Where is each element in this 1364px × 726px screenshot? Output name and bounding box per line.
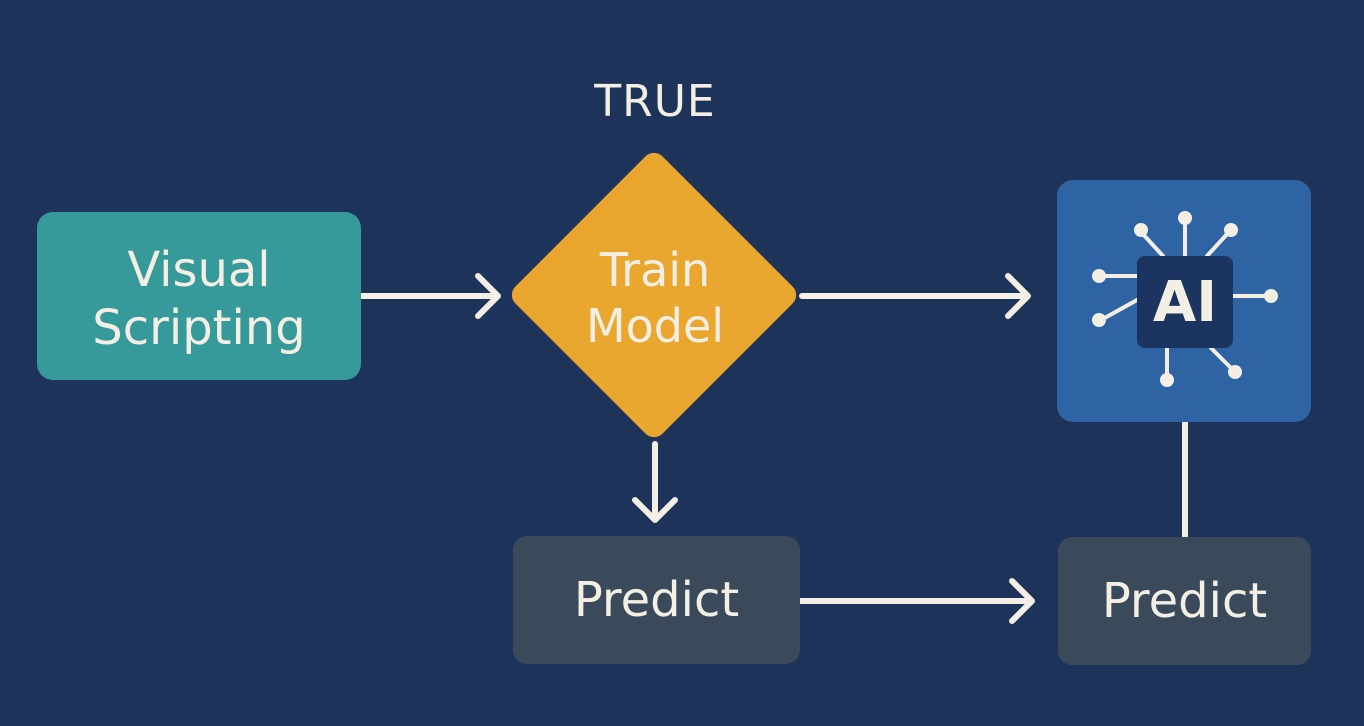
predict-right-label: Predict <box>1101 573 1268 629</box>
predict-node-right: Predict <box>1058 537 1311 665</box>
ai-node <box>1057 180 1311 422</box>
arrow-train-to-ai <box>799 273 1031 319</box>
predict-left-label: Predict <box>573 572 740 628</box>
ai-chip-icon: AI <box>1137 256 1233 348</box>
visual-scripting-node: Visual Scripting <box>37 212 361 380</box>
ai-chip-label: AI <box>1152 269 1218 335</box>
condition-label-true: TRUE <box>594 76 716 127</box>
arrow-visual-to-train <box>359 273 501 319</box>
circuit-icon <box>1092 211 1278 387</box>
train-model-label: Train Model <box>585 243 725 353</box>
predict-node-left: Predict <box>513 536 800 664</box>
visual-scripting-label: Visual Scripting <box>92 242 306 356</box>
train-model-node: Train Model <box>505 190 805 400</box>
arrow-train-to-predict <box>632 441 678 523</box>
arrow-predict-to-predict <box>798 578 1035 624</box>
